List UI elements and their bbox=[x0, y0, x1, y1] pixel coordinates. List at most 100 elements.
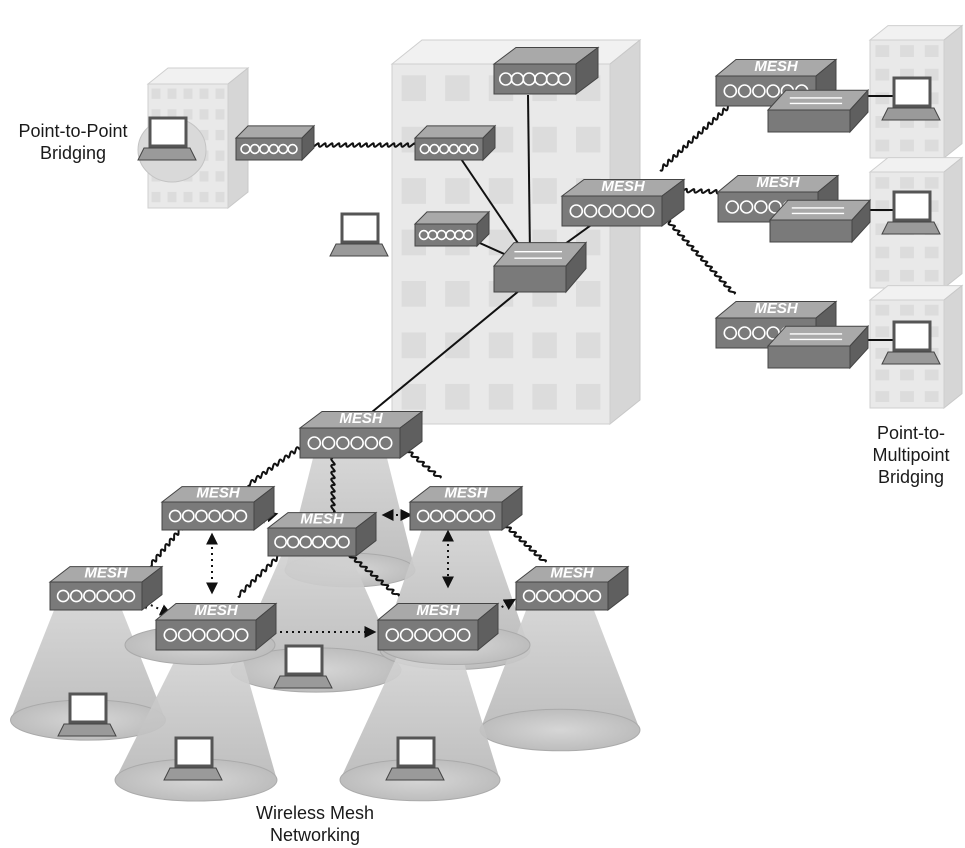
radio-ring bbox=[307, 436, 322, 450]
building-window bbox=[532, 178, 557, 204]
caption-line: Point-to- bbox=[876, 423, 946, 443]
cone-body bbox=[480, 600, 640, 730]
radio-ring bbox=[522, 589, 536, 603]
cone-body bbox=[231, 545, 401, 670]
building-window bbox=[215, 109, 225, 120]
building-window bbox=[924, 269, 939, 282]
radio-ring bbox=[168, 509, 182, 523]
mesh-access-point: MESH bbox=[154, 602, 278, 652]
building-window bbox=[532, 126, 557, 153]
mesh-root-device: MESH bbox=[560, 178, 686, 227]
device-front bbox=[299, 427, 401, 459]
coverage-cone bbox=[479, 600, 641, 752]
laptop-icon bbox=[881, 320, 941, 365]
radio-ring bbox=[122, 589, 136, 603]
mesh-wireless-link bbox=[498, 519, 547, 563]
radio-ring bbox=[69, 589, 83, 603]
building-window bbox=[875, 177, 890, 189]
wireless-mesh-caption: Wireless Mesh Networking bbox=[240, 802, 390, 846]
radio-ring bbox=[535, 589, 549, 603]
radio-ring bbox=[583, 204, 598, 218]
laptop-keyboard-icon bbox=[273, 675, 333, 689]
device-top bbox=[234, 125, 316, 139]
radio-ring bbox=[56, 589, 70, 603]
radio-ring bbox=[462, 229, 474, 241]
building-window bbox=[488, 383, 514, 410]
device-front bbox=[161, 501, 255, 531]
building-window bbox=[900, 177, 914, 189]
radio-ring bbox=[569, 204, 584, 218]
radio-ring bbox=[752, 326, 766, 340]
laptop-screen-icon bbox=[396, 736, 436, 768]
device-front bbox=[767, 109, 851, 133]
building-window bbox=[445, 75, 470, 102]
building-window bbox=[875, 347, 890, 359]
switch-device bbox=[768, 198, 872, 244]
point-to-multipoint-caption: Point-to- Multipoint Bridging bbox=[858, 422, 964, 488]
mesh-bridge-device: MESH bbox=[716, 174, 840, 224]
caption-line: Multipoint bbox=[872, 445, 950, 465]
radio-ring bbox=[416, 509, 430, 523]
radio-ring bbox=[429, 143, 440, 155]
radio-ring bbox=[109, 589, 123, 603]
wired-link bbox=[527, 94, 531, 256]
building-window bbox=[445, 383, 470, 410]
radio-ring bbox=[414, 628, 428, 642]
switch-device bbox=[766, 88, 870, 134]
building-window bbox=[875, 369, 890, 381]
radio-ring bbox=[640, 204, 655, 218]
radio-ring bbox=[163, 628, 178, 642]
radio-ring bbox=[96, 589, 109, 603]
building-window bbox=[401, 383, 427, 410]
radio-ring bbox=[234, 628, 249, 642]
building-window bbox=[900, 269, 914, 282]
building-window bbox=[401, 75, 427, 102]
caption-line: Point-to-Point bbox=[18, 121, 128, 141]
building-window bbox=[900, 115, 914, 128]
building-window bbox=[924, 139, 939, 152]
laptop-icon bbox=[57, 692, 117, 737]
cone-body bbox=[10, 600, 166, 720]
radio-ring bbox=[598, 204, 612, 218]
radio-ring bbox=[448, 143, 460, 155]
caption-line: Wireless Mesh bbox=[255, 803, 375, 823]
building-window bbox=[875, 92, 890, 105]
radio-ring bbox=[723, 84, 738, 98]
laptop-keyboard-icon bbox=[881, 351, 941, 365]
laptop-icon bbox=[329, 212, 389, 257]
wired-link bbox=[454, 149, 529, 259]
device-label: MESH bbox=[300, 511, 345, 528]
building-window bbox=[875, 304, 890, 316]
device-front bbox=[49, 581, 143, 611]
radio-ring bbox=[438, 143, 450, 155]
building-window bbox=[900, 369, 914, 381]
building-window bbox=[575, 281, 601, 307]
coverage-cones-layer bbox=[10, 450, 641, 802]
mesh-bridge-device: MESH bbox=[714, 300, 838, 350]
radio-ring bbox=[428, 628, 442, 642]
building-window bbox=[401, 332, 427, 359]
radio-ring bbox=[378, 436, 393, 450]
mesh-access-point: MESH bbox=[266, 511, 378, 558]
radio-ring bbox=[364, 436, 379, 450]
building-window bbox=[532, 383, 557, 410]
radio-ring bbox=[324, 535, 338, 549]
devices-layer: MESHMESHMESHMESHMESHMESHMESHMESHMESHMESH… bbox=[48, 46, 941, 781]
device-label: MESH bbox=[416, 602, 461, 619]
radio-ring bbox=[754, 200, 768, 214]
device-label: MESH bbox=[196, 485, 241, 502]
building-window bbox=[875, 391, 890, 402]
radio-ring bbox=[192, 628, 206, 642]
radio-ring bbox=[429, 509, 443, 523]
radio-ring bbox=[443, 509, 456, 523]
point-to-point-link bbox=[304, 142, 417, 148]
radio-ring bbox=[299, 535, 313, 549]
mesh-access-point: MESH bbox=[160, 485, 276, 532]
device-front bbox=[377, 619, 479, 651]
building-window bbox=[199, 171, 209, 182]
radio-ring bbox=[350, 436, 364, 450]
building-window bbox=[199, 191, 209, 203]
device-label: MESH bbox=[194, 602, 239, 619]
